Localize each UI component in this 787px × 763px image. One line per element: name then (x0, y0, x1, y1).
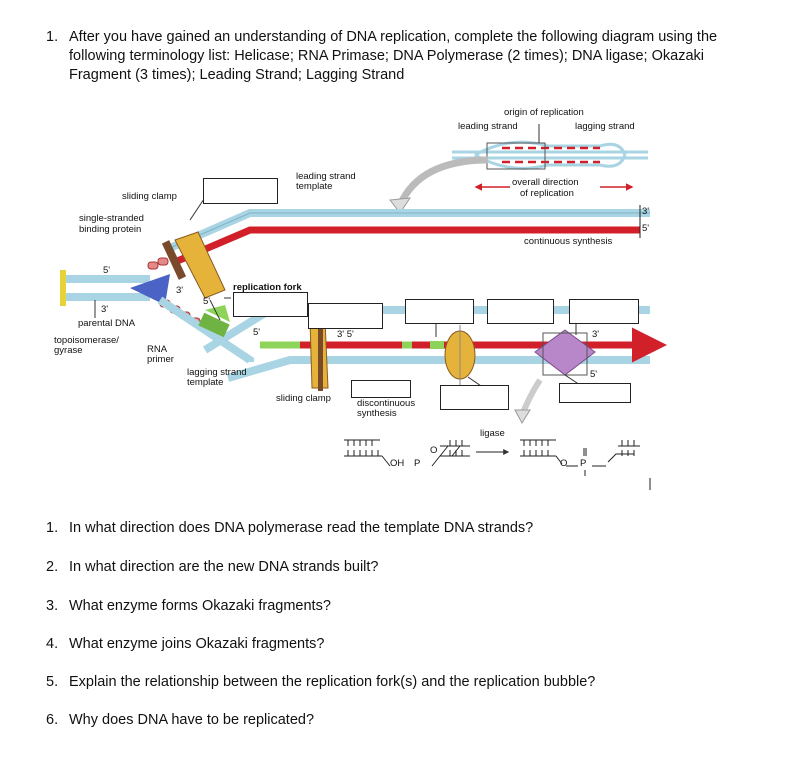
label-three-five: 3' 5' (337, 329, 354, 340)
intro-text: After you have gained an understanding o… (69, 29, 718, 83)
intro-number: 1. (46, 29, 59, 45)
question-text: Why does DNA have to be replicated? (69, 712, 315, 728)
label-leading-top: leading strand (458, 121, 518, 132)
label-ssb-2: binding protein (79, 224, 142, 235)
label-parental: parental DNA (78, 318, 136, 329)
question-number: 3. (46, 598, 59, 614)
label-ssb-1: single-stranded (79, 213, 144, 224)
answer-box-7[interactable] (351, 380, 411, 398)
label-discont-1: discontinuous (357, 398, 416, 409)
label-3prime-left: 3' (101, 304, 109, 315)
question-text: In what direction does DNA polymerase re… (69, 520, 534, 536)
label-replication-fork: replication fork (233, 282, 302, 293)
question-number: 1. (46, 520, 59, 536)
label-oh: OH (390, 458, 405, 469)
label-3prime-right: 3' (642, 206, 650, 217)
label-sliding-clamp-1: sliding clamp (122, 191, 177, 202)
label-leading-template-2: template (296, 181, 333, 192)
label-rna-1: RNA (147, 344, 168, 355)
label-topo-1: topoisomerase/ (54, 335, 119, 346)
label-topo-2: gyrase (54, 345, 83, 356)
label-5prime-right: 5' (642, 223, 650, 234)
label-5prime-mid: 5' (203, 296, 211, 307)
label-leading-template-1: leading strand (296, 171, 356, 182)
answer-box-1[interactable] (203, 178, 278, 204)
label-sliding-clamp-2: sliding clamp (276, 393, 331, 404)
dna-replication-diagram (60, 124, 667, 490)
label-lagging-top: lagging strand (575, 121, 635, 132)
question-text: What enzyme joins Okazaki fragments? (69, 636, 325, 652)
answer-box-2[interactable] (233, 292, 308, 317)
label-o-left: O (430, 445, 438, 456)
ligase-shape (534, 329, 596, 376)
lagging-template-strand (157, 296, 254, 364)
label-3prime-right-lag: 3' (592, 329, 600, 340)
question-text: What enzyme forms Okazaki fragments? (69, 598, 331, 614)
parental-dna (60, 270, 150, 318)
question-number: 2. (46, 559, 59, 575)
answer-box-4[interactable] (405, 299, 474, 324)
label-continuous: continuous synthesis (524, 236, 613, 247)
label-5prime-lag: 5' (253, 327, 261, 338)
label-origin: origin of replication (504, 107, 584, 118)
label-p-right: P (580, 458, 587, 469)
answer-box-6[interactable] (569, 299, 639, 324)
ligase-reaction (344, 439, 651, 490)
question-number: 5. (46, 674, 59, 690)
label-5prime-left: 5' (103, 265, 111, 276)
label-rna-2: primer (147, 354, 174, 365)
question-text: In what direction are the new DNA strand… (69, 559, 379, 575)
label-ligase: ligase (480, 428, 505, 439)
label-discont-2: synthesis (357, 408, 397, 419)
leading-strand-group (168, 205, 650, 266)
label-overall-2: of replication (520, 188, 574, 199)
question-number: 4. (46, 636, 59, 652)
answer-box-5[interactable] (487, 299, 554, 324)
answer-box-8[interactable] (440, 385, 509, 410)
answer-box-3[interactable] (308, 303, 383, 329)
replication-bubble-inset (452, 124, 648, 191)
primase-shape (198, 312, 230, 338)
label-3prime-mid: 3' (176, 285, 184, 296)
helicase-shape (130, 274, 170, 305)
inset-pointer-arrow (396, 156, 489, 207)
leading-clamp (174, 231, 226, 299)
answer-box-9[interactable] (559, 383, 631, 403)
label-o-right: O (560, 458, 568, 469)
label-lagging-template-1: lagging strand (187, 367, 247, 378)
label-p-left: P (414, 458, 421, 469)
label-5prime-right-lag: 5' (590, 369, 598, 380)
question-text: Explain the relationship between the rep… (69, 674, 596, 690)
question-number: 6. (46, 712, 59, 728)
label-overall-1: overall direction (512, 177, 579, 188)
label-lagging-template-2: template (187, 377, 224, 388)
